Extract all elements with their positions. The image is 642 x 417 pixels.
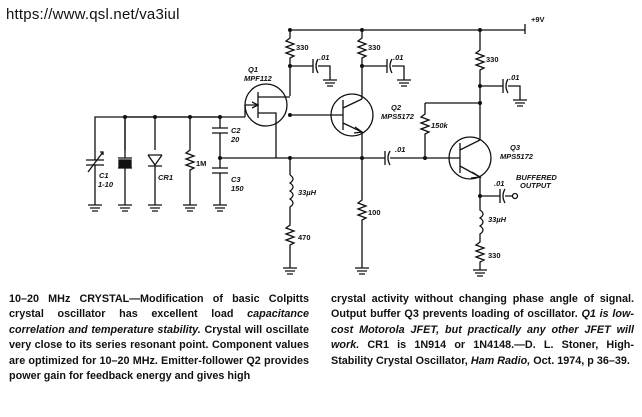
output-label-line2: OUTPUT [520, 181, 552, 190]
q3-emitter-resistor-label: 330 [488, 251, 501, 260]
caption-left-text-1: 10–20 MHz CRYSTAL—Modification of basic … [9, 293, 309, 321]
q2-bypass-cap-label: .01 [393, 53, 403, 62]
caption-right-italic-2: Ham Radio, [470, 354, 531, 367]
caption-left-column: 10–20 MHz CRYSTAL—Modification of basic … [9, 292, 309, 384]
caption-left-italic-1: capacitance correlation and temperature … [9, 308, 309, 336]
c2-value-label: 20 [230, 135, 240, 144]
q2-emitter-resistor-label: 100 [368, 208, 381, 217]
q1-bypass-cap-label: .01 [319, 53, 329, 62]
supply-label: +9V [531, 15, 545, 24]
q1-name-label: Q1 [248, 65, 258, 74]
c1-name-label: C1 [99, 171, 109, 180]
output-cap-label: .01 [494, 179, 504, 188]
q1-source-resistor-label: 470 [298, 233, 311, 242]
c2-name-label: C2 [231, 126, 241, 135]
coupling-cap-label: .01 [395, 145, 405, 154]
q3-part-label: MPS5172 [500, 152, 534, 161]
caption-right-text-2: CR1 is 1N914 or 1N4148.—D. L. Stoner, Hi… [331, 339, 634, 367]
q2-collector-resistor-label: 330 [368, 43, 381, 52]
caption-right-text-3: Oct. 1974, p 36–39. [530, 354, 630, 367]
caption-right-text-1: crystal activity without changing phase … [331, 293, 634, 321]
q2-part-label: MPS5172 [381, 112, 415, 121]
bias-resistor-label: 150k [431, 121, 449, 130]
cr1-label: CR1 [158, 173, 173, 182]
c3-name-label: C3 [231, 175, 241, 184]
q1-source-inductor-label: 33µH [298, 188, 317, 197]
q3-bypass-cap-label: .01 [509, 73, 519, 82]
c1-value-label: 1-10 [98, 180, 114, 189]
gate-resistor-label: 1M [196, 159, 206, 168]
caption-right-column: crystal activity without changing phase … [331, 292, 634, 369]
c3-value-label: 150 [231, 184, 244, 193]
caption-left-text-2: Crystal will oscillate very close to its… [9, 323, 310, 383]
oscillator-schematic: +9V 330 330 330 .01 .01 .01 Q1 MPF112 Q2… [86, 15, 557, 277]
source-url[interactable]: https://www.qsl.net/va3iul [6, 6, 180, 23]
q3-emitter-inductor-label: 33µH [488, 215, 507, 224]
q2-name-label: Q2 [391, 103, 402, 112]
q3-collector-resistor-label: 330 [486, 55, 499, 64]
output-label-line1: BUFFERED [516, 173, 557, 182]
q1-part-label: MPF112 [244, 74, 273, 83]
q3-name-label: Q3 [510, 143, 521, 152]
q1-drain-resistor-label: 330 [296, 43, 309, 52]
caption-right-italic-1: Q1 is low-cost Motorola JFET, but practi… [331, 308, 634, 352]
